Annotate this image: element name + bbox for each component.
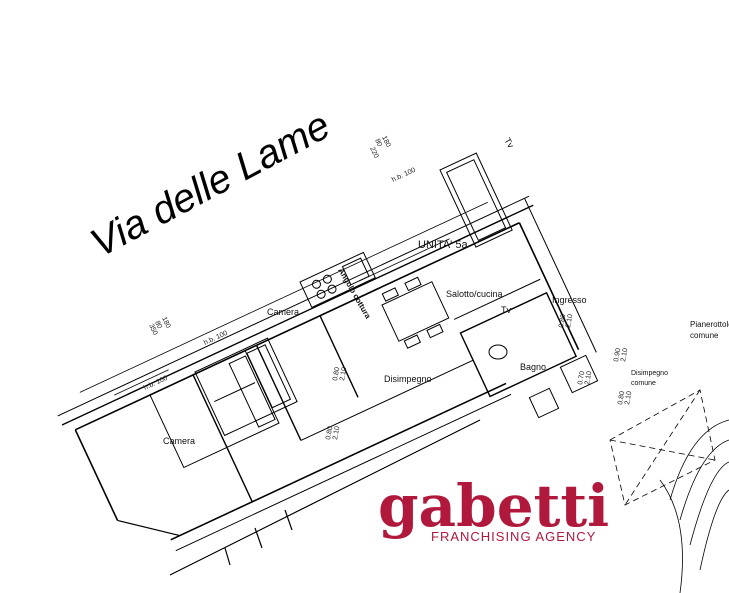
dim-door-comune-a: 0.90	[613, 348, 622, 363]
dim-left-80: 80	[153, 320, 163, 330]
bed-camera-1	[149, 349, 280, 469]
plan-walls	[57, 195, 597, 552]
room-salotto-cucina: Salotto/cucina	[446, 289, 503, 299]
bathroom-fixtures	[488, 344, 599, 419]
dim-door-disimpegno-a: 0.80	[332, 367, 341, 382]
parking-lines	[169, 419, 481, 576]
dim-door-bottom-b: 2.10	[332, 426, 341, 441]
bed-camera-2	[194, 337, 298, 437]
dim-left-180: 180	[160, 316, 171, 330]
kitchen-counter	[299, 251, 376, 309]
dim-door-comune-b: 2.10	[620, 348, 629, 363]
dim-door-comune2-b: 2.10	[624, 391, 633, 406]
logo-tagline: FRANCHISING AGENCY	[431, 529, 596, 544]
dim-hb-top: h.b. 100	[391, 167, 417, 184]
dim-door-ingresso-b: 2.10	[565, 314, 574, 329]
sofa	[439, 152, 513, 248]
room-camera-2: Camera	[163, 436, 195, 446]
room-disimpegno-comune-1: Disimpegno	[631, 370, 668, 377]
dim-door-comune2-a: 0.80	[617, 391, 626, 406]
dim-top-220: 220	[368, 146, 379, 160]
room-pianerottolo-1: Pianerottolo	[690, 320, 729, 329]
room-disimpegno-comune-2: comune	[631, 380, 656, 387]
room-pianerottolo-2: comune	[690, 331, 719, 340]
gabetti-logo: gabetti FRANCHISING AGENCY	[378, 472, 609, 544]
room-ingresso: Ingresso	[552, 295, 587, 305]
dim-left-hb-1: h.b. 100	[143, 375, 169, 392]
tv-label-2: Tv	[501, 305, 511, 315]
tv-label-1: Tv	[502, 136, 516, 150]
dim-top-180: 180	[380, 135, 391, 149]
dim-door-ingresso-a: 0.80	[558, 314, 567, 329]
room-bagno: Bagno	[520, 362, 546, 372]
dim-top-80: 80	[373, 138, 383, 148]
dim-door-bagno-b: 2.10	[584, 371, 593, 386]
logo-wordmark: gabetti	[378, 472, 609, 540]
common-stair-hatch	[609, 389, 729, 593]
dining-table	[381, 276, 450, 349]
dim-door-disimpegno-b: 2.10	[339, 367, 348, 382]
dim-door-bagno-a: 0.70	[577, 371, 586, 386]
street-name: Via delle Lame	[84, 103, 338, 266]
room-camera-1: Camera	[267, 307, 299, 317]
dim-left-350: 350	[147, 323, 158, 337]
unit-label: UNITA' 5a	[418, 239, 468, 251]
room-disimpegno: Disimpegno	[384, 374, 432, 384]
dim-door-bottom-a: 0.80	[325, 426, 334, 441]
